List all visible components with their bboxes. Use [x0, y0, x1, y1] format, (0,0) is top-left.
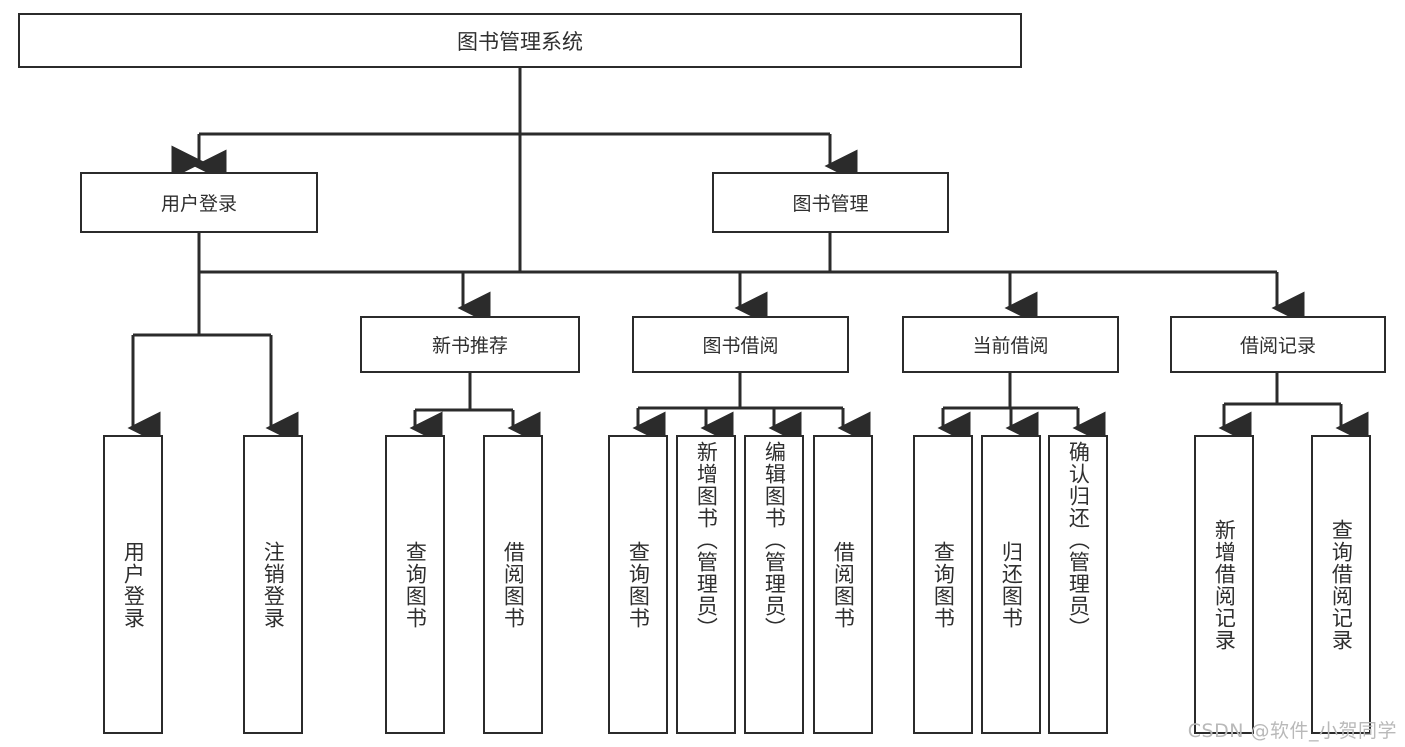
leaf-label: 用户登录 — [121, 540, 146, 629]
leaf-label: 确认归还（管理员） — [1066, 441, 1091, 639]
leaf-label: 查询图书 — [403, 540, 428, 629]
leaf-label: 查询图书 — [931, 540, 956, 629]
leaf-book-borrow-borrow[interactable]: 借阅图书 — [813, 435, 873, 734]
leaf-label: 借阅图书 — [501, 540, 526, 629]
leaf-label: 借阅图书 — [831, 540, 856, 629]
leaf-user-login-login[interactable]: 用户登录 — [103, 435, 163, 734]
leaf-new-book-query[interactable]: 查询图书 — [385, 435, 445, 734]
node-root-label: 图书管理系统 — [457, 29, 583, 54]
leaf-current-borrow-confirm[interactable]: 确认归还（管理员） — [1048, 435, 1108, 734]
node-book-borrow-label: 图书借阅 — [702, 335, 779, 357]
node-new-book-recommend[interactable]: 新书推荐 — [360, 316, 580, 373]
leaf-label: 查询借阅记录 — [1329, 518, 1354, 651]
node-root[interactable]: 图书管理系统 — [18, 13, 1022, 68]
leaf-book-borrow-edit[interactable]: 编辑图书（管理员） — [744, 435, 804, 734]
leaf-label: 注销登录 — [261, 540, 286, 629]
node-borrow-record[interactable]: 借阅记录 — [1170, 316, 1386, 373]
node-book-manage-label: 图书管理 — [792, 193, 869, 215]
node-user-login-label: 用户登录 — [160, 193, 237, 215]
leaf-current-borrow-query[interactable]: 查询图书 — [913, 435, 973, 734]
leaf-current-borrow-return[interactable]: 归还图书 — [981, 435, 1041, 734]
leaf-new-book-borrow[interactable]: 借阅图书 — [483, 435, 543, 734]
leaf-user-login-logout[interactable]: 注销登录 — [243, 435, 303, 734]
leaf-borrow-record-add[interactable]: 新增借阅记录 — [1194, 435, 1254, 734]
leaf-book-borrow-query[interactable]: 查询图书 — [608, 435, 668, 734]
leaf-label: 新增图书（管理员） — [694, 441, 719, 639]
leaf-label: 归还图书 — [999, 540, 1024, 629]
leaf-label: 查询图书 — [626, 540, 651, 629]
node-new-book-recommend-label: 新书推荐 — [431, 335, 508, 357]
node-current-borrow-label: 当前借阅 — [972, 335, 1049, 357]
leaf-borrow-record-query[interactable]: 查询借阅记录 — [1311, 435, 1371, 734]
node-book-manage[interactable]: 图书管理 — [712, 172, 949, 233]
leaf-label: 新增借阅记录 — [1212, 518, 1237, 651]
csdn-watermark: CSDN @软件_小贺同学 — [1187, 720, 1397, 742]
leaf-book-borrow-add[interactable]: 新增图书（管理员） — [676, 435, 736, 734]
leaf-label: 编辑图书（管理员） — [762, 441, 787, 639]
node-user-login[interactable]: 用户登录 — [80, 172, 318, 233]
node-current-borrow[interactable]: 当前借阅 — [902, 316, 1119, 373]
node-book-borrow[interactable]: 图书借阅 — [632, 316, 849, 373]
node-borrow-record-label: 借阅记录 — [1239, 335, 1316, 357]
